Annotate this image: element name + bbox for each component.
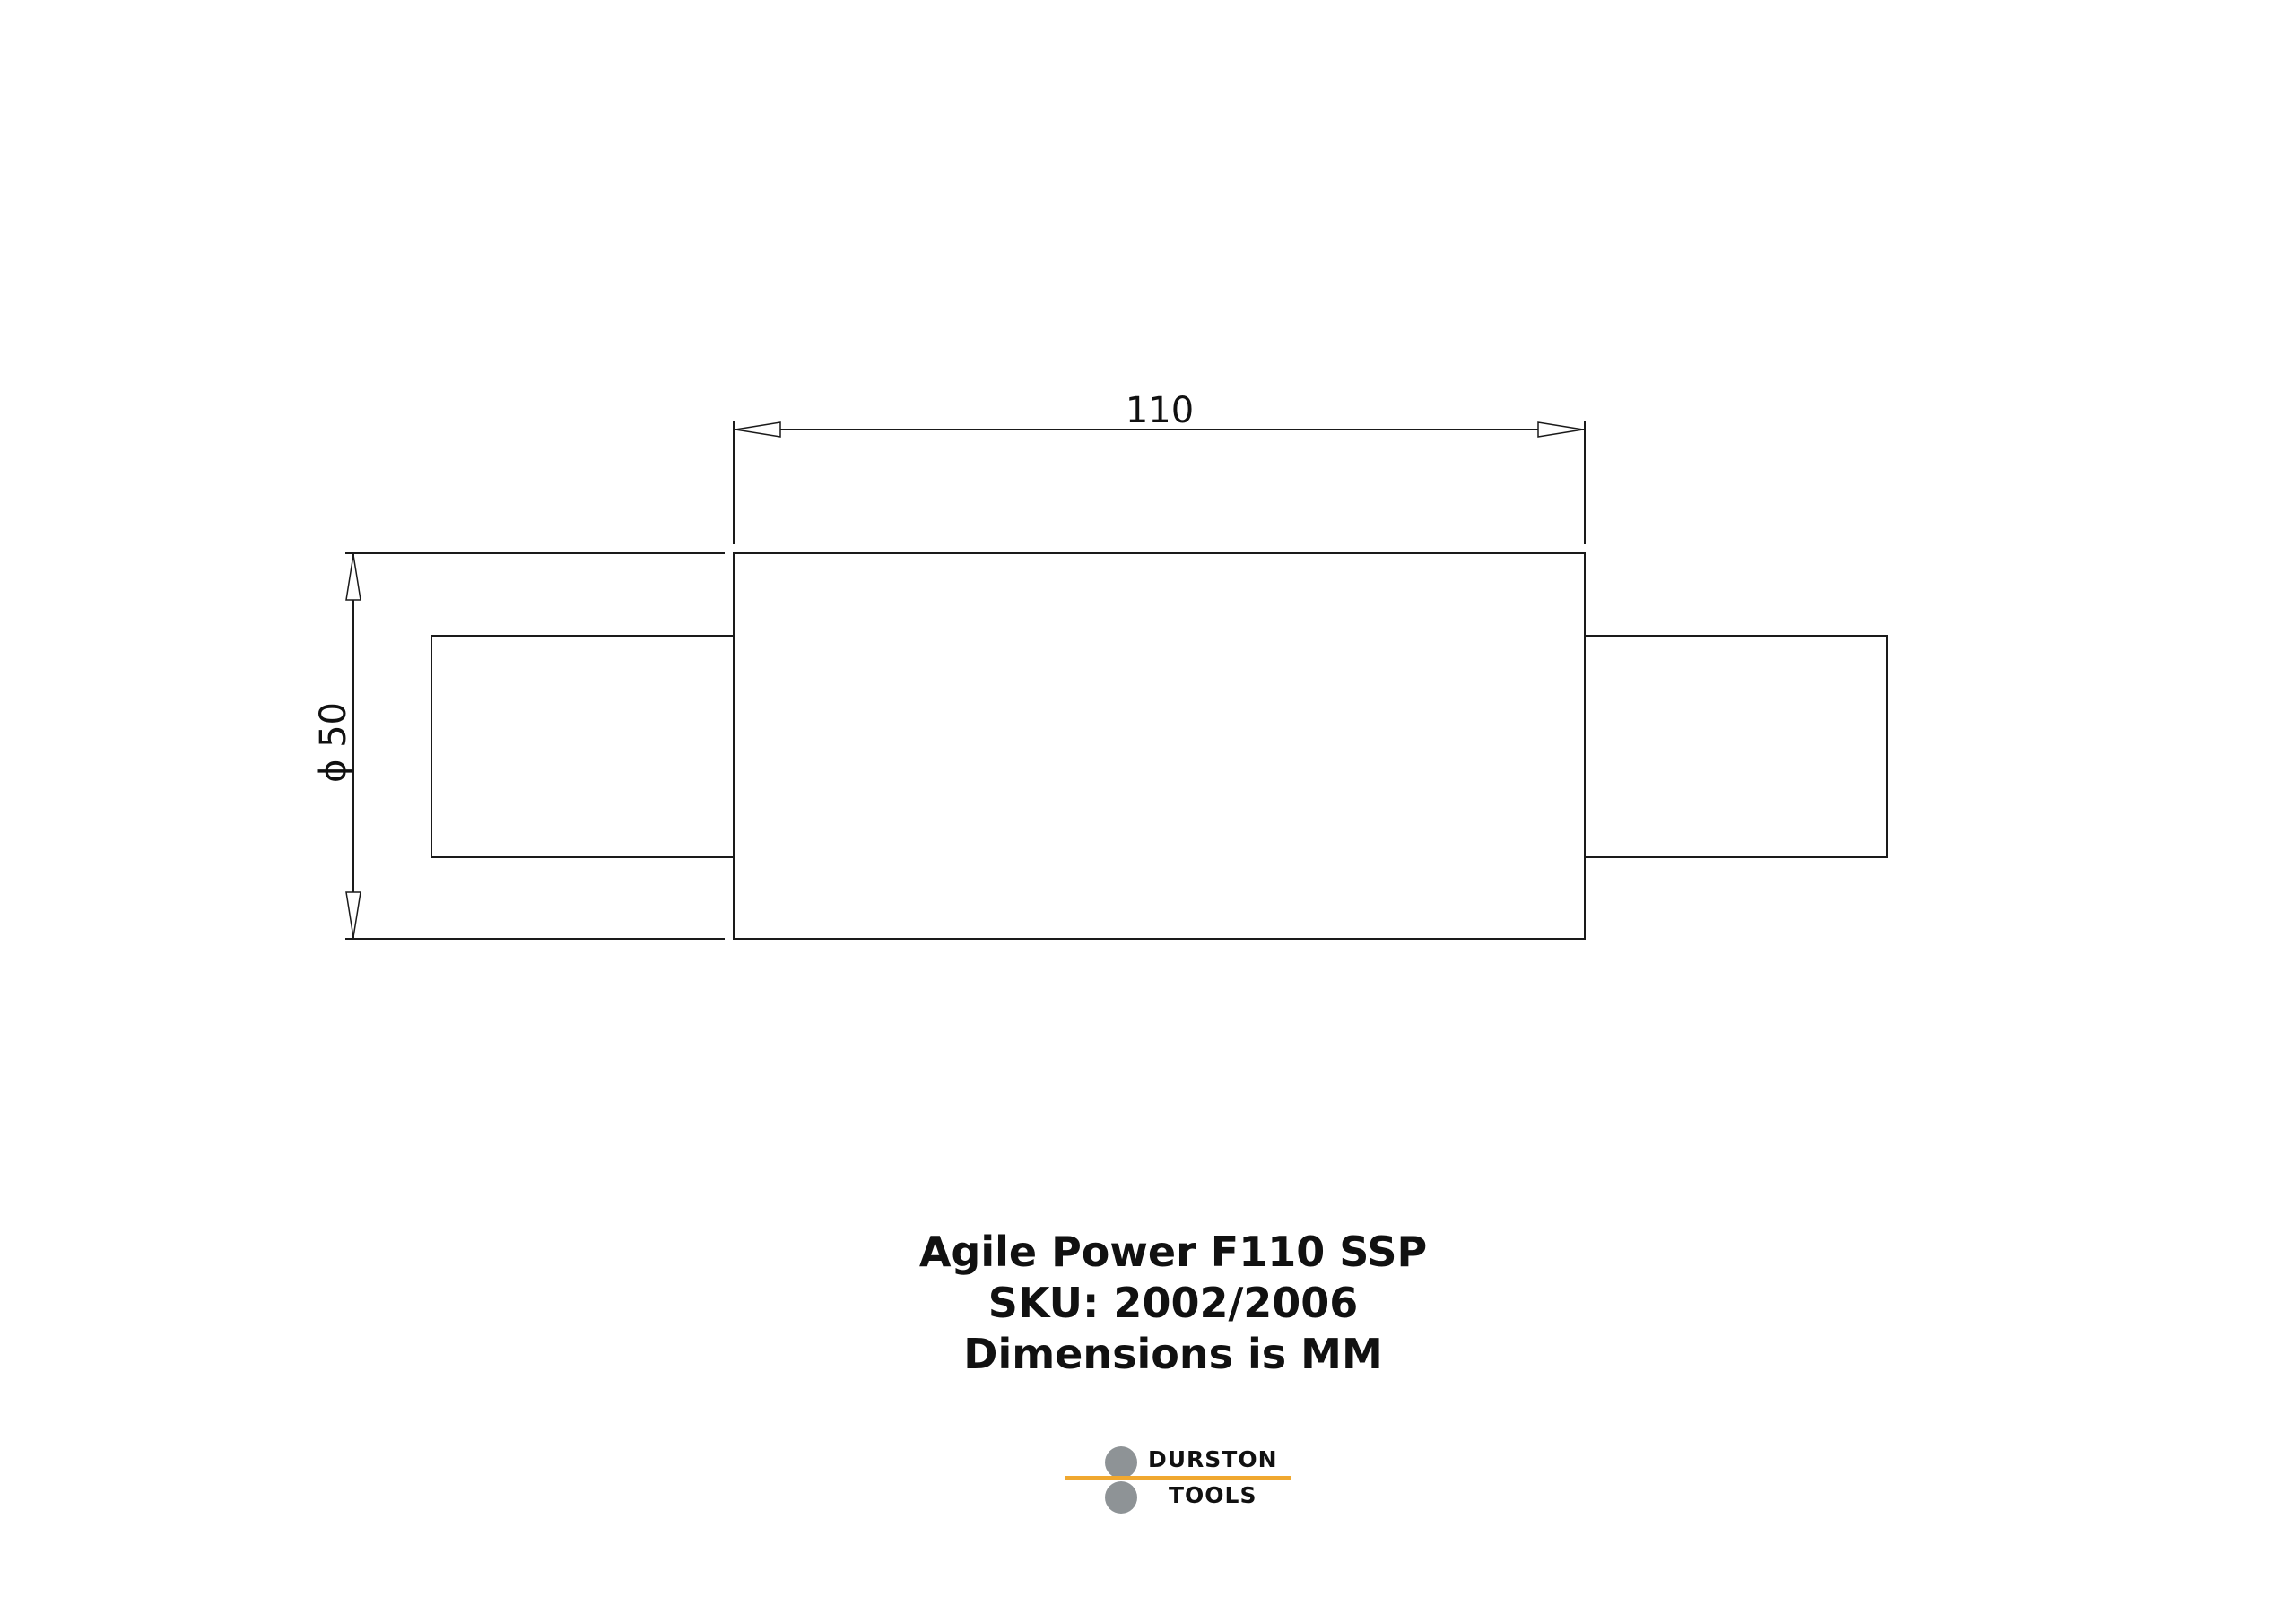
units-note: Dimensions is MM	[963, 1330, 1383, 1378]
logo-circle-bottom	[1105, 1481, 1137, 1514]
right-shaft	[1584, 635, 1888, 858]
sku-label: SKU: 2002/2006	[987, 1279, 1359, 1327]
roller-body	[733, 552, 1586, 940]
length-arrowhead-right	[1537, 421, 1584, 438]
diameter-arrowhead-bottom	[345, 891, 361, 938]
left-shaft	[430, 635, 735, 858]
logo-accent-bar	[1065, 1476, 1292, 1480]
logo-circle-top	[1105, 1446, 1137, 1479]
logo-word-tools: TOOLS	[1169, 1482, 1257, 1508]
diameter-arrowhead-top	[345, 554, 361, 601]
product-name: Agile Power F110 SSP	[918, 1228, 1428, 1276]
logo-word-durston: DURSTON	[1148, 1446, 1278, 1472]
length-dimension-label: 110	[1126, 390, 1194, 431]
diameter-dimension-label: ϕ 50	[313, 702, 354, 783]
length-arrowhead-left	[735, 421, 781, 438]
title-block: Agile Power F110 SSP SKU: 2002/2006 Dime…	[0, 1227, 2296, 1380]
durston-tools-logo: DURSTON TOOLS	[1065, 1442, 1299, 1514]
